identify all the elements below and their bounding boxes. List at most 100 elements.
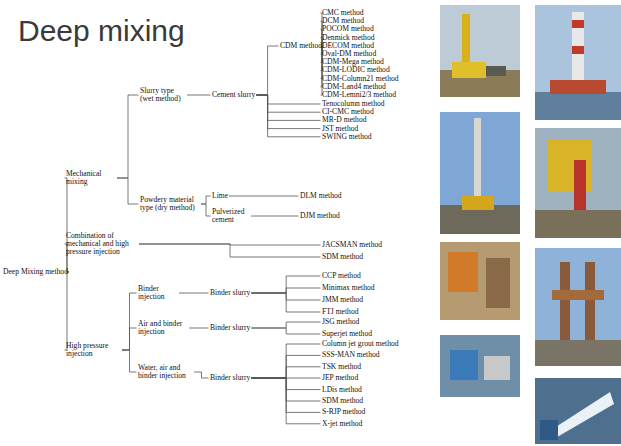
label-text: POCOM method xyxy=(322,25,374,33)
tree-connector xyxy=(251,344,320,378)
tree-label: JSG method xyxy=(322,318,359,326)
label-text: SSS-MAN method xyxy=(322,351,380,359)
tree-connector xyxy=(251,355,320,378)
tree-connector xyxy=(194,372,209,378)
tree-connector xyxy=(256,95,320,137)
tree-connector xyxy=(256,95,320,104)
slide-title: Deep mixing xyxy=(18,14,185,48)
tree-connector xyxy=(229,196,298,197)
tree-connector xyxy=(65,272,69,350)
tree-label: CDM-Mega method xyxy=(322,58,384,66)
label-text: CDM-Land4 method xyxy=(322,83,386,91)
label-text: Mechanical mixing xyxy=(66,170,116,186)
tree-connector xyxy=(122,293,137,350)
tree-label: Superjet method xyxy=(322,330,372,338)
tree-connector xyxy=(256,46,278,95)
label-text: Denmick method xyxy=(322,34,375,42)
label-text: DCM method xyxy=(322,17,364,25)
tree-label: CDM-Land4 method xyxy=(322,83,386,91)
tree-label: FTJ method xyxy=(322,308,359,316)
label-text: CMC method xyxy=(322,9,364,17)
label-text: S-RJP method xyxy=(322,408,365,416)
tree-connector xyxy=(251,276,320,293)
label-text: CDM-LODIC method xyxy=(322,66,390,74)
tree-label: CDM-Column21 method xyxy=(322,75,399,83)
label-text: LDis method xyxy=(322,386,362,394)
tree-label: JEP method xyxy=(322,374,358,382)
photo-marine-rig xyxy=(535,5,621,120)
label-text: CI-CMC method xyxy=(322,108,374,116)
tree-label: High pressure injection xyxy=(66,342,121,358)
tree-label: CDM-Lemni2/3 method xyxy=(322,91,396,99)
label-text: JMM method xyxy=(322,296,363,304)
label-text: JEP method xyxy=(322,374,358,382)
photo-jet-spray xyxy=(535,378,621,444)
tree-label: CMC method xyxy=(322,9,364,17)
photo-machine-yard xyxy=(440,5,520,97)
tree-connector xyxy=(122,350,137,372)
label-text: Cement slurry xyxy=(212,91,255,99)
label-text: DLM method xyxy=(300,192,342,200)
label-text: TSK method xyxy=(322,363,361,371)
tree-connector xyxy=(117,95,139,178)
tree-label: DLM method xyxy=(300,192,342,200)
tree-label: POCOM method xyxy=(322,25,374,33)
tree-label: Deep Mixing method xyxy=(3,268,68,276)
tree-connector xyxy=(251,322,320,328)
label-text: SDM method xyxy=(322,253,363,261)
tree-label: Tenocolumn method xyxy=(322,100,385,108)
tree-label: Binder injection xyxy=(138,285,178,301)
tree-connector xyxy=(251,288,320,293)
tree-label: Cement slurry xyxy=(212,91,255,99)
tree-label: CI-CMC method xyxy=(322,108,374,116)
tree-label: MR-D method xyxy=(322,116,367,124)
label-text: CDM-Lemni2/3 method xyxy=(322,91,396,99)
tree-label: Pulverized cement xyxy=(212,208,250,224)
label-text: Superjet method xyxy=(322,330,372,338)
label-text: Minimax method xyxy=(322,284,375,292)
tree-connector xyxy=(201,204,211,216)
tree-label: DCM method xyxy=(322,17,364,25)
tree-label: SDM method xyxy=(322,397,363,405)
tree-connector xyxy=(187,95,211,96)
tree-connector xyxy=(256,95,320,129)
tree-label: DECOM method xyxy=(322,42,374,50)
tree-label: JST method xyxy=(322,125,358,133)
label-text: Oval-DM method xyxy=(322,50,376,58)
tree-label: SSS-MAN method xyxy=(322,351,380,359)
tree-label: S-RJP method xyxy=(322,408,365,416)
tree-connector xyxy=(139,244,321,257)
label-text: Combination of mechanical and high press… xyxy=(66,232,138,257)
tree-connector xyxy=(251,293,320,312)
label-text: Binder slurry xyxy=(210,374,250,382)
tree-connector xyxy=(189,328,209,329)
label-text: Water, air and binder injection xyxy=(138,364,193,380)
tree-label: DJM method xyxy=(300,212,340,220)
tree-label: Minimax method xyxy=(322,284,375,292)
photo-auger xyxy=(535,128,621,238)
label-text: Tenocolumn method xyxy=(322,100,385,108)
label-text: X-jet method xyxy=(322,420,362,428)
tree-label: CDM-LODIC method xyxy=(322,66,390,74)
label-text: Binder injection xyxy=(138,285,178,301)
tree-connector xyxy=(117,178,139,204)
label-text: Slurry type (wet method) xyxy=(140,87,186,103)
label-text: DECOM method xyxy=(322,42,374,50)
tree-connector xyxy=(251,328,320,334)
tree-label: JACSMAN method xyxy=(322,241,382,249)
tree-label: Mechanical mixing xyxy=(66,170,116,186)
photo-tall-rig xyxy=(440,112,520,234)
tree-label: Water, air and binder injection xyxy=(138,364,193,380)
tree-label: Column jet grout method xyxy=(322,340,399,348)
tree-connector xyxy=(251,216,299,217)
tree-label: TSK method xyxy=(322,363,361,371)
label-text: Air and binder injection xyxy=(138,320,188,336)
tree-connector xyxy=(256,95,320,112)
tree-connector xyxy=(256,95,320,120)
tree-connector xyxy=(251,367,320,378)
tree-label: JMM method xyxy=(322,296,363,304)
label-text: Deep Mixing method xyxy=(3,268,68,276)
label-text: Column jet grout method xyxy=(322,340,399,348)
